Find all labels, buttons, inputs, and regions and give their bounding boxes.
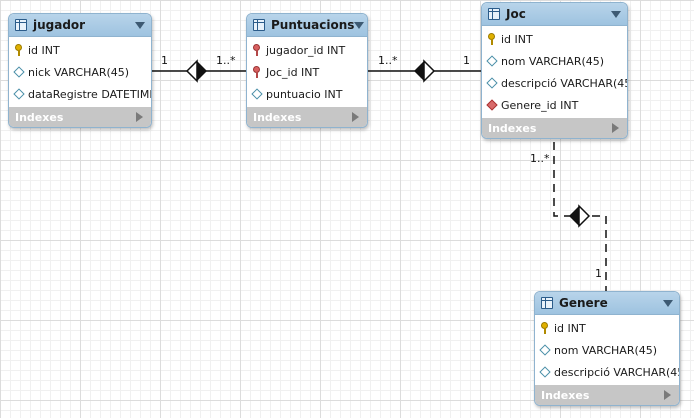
column-row[interactable]: id INT	[9, 39, 151, 61]
attribute-diamond-icon	[487, 77, 497, 89]
expand-arrow-icon[interactable]	[612, 123, 619, 133]
entity-title: Joc	[506, 7, 526, 21]
column-label: puntuacio INT	[266, 87, 343, 101]
collapse-arrow-icon[interactable]	[135, 21, 145, 29]
entity-puntuacions[interactable]: Puntuacions jugador_id INT Joc_id INT pu…	[246, 13, 368, 128]
column-row[interactable]: nick VARCHAR(45)	[9, 61, 151, 83]
puntuacions-many-cardinality-left: 1..*	[216, 54, 236, 67]
indexes-label: Indexes	[15, 110, 64, 124]
column-row[interactable]: id INT	[535, 317, 679, 339]
puntuacions-many-cardinality-right: 1..*	[378, 54, 398, 67]
attribute-diamond-icon	[252, 88, 262, 100]
collapse-arrow-icon[interactable]	[611, 10, 621, 18]
joc-genere-diamond	[569, 204, 591, 228]
indexes-label: Indexes	[253, 110, 302, 124]
column-row[interactable]: puntuacio INT	[247, 83, 367, 105]
entity-header[interactable]: Genere	[535, 292, 679, 315]
entity-title: Genere	[559, 296, 608, 310]
expand-arrow-icon[interactable]	[352, 112, 359, 122]
table-icon	[541, 297, 553, 309]
entity-header[interactable]: jugador	[9, 14, 151, 37]
entity-joc[interactable]: Joc id INT nom VARCHAR(45) descripció VA…	[481, 2, 628, 139]
column-label: jugador_id INT	[266, 43, 346, 57]
column-row[interactable]: jugador_id INT	[247, 39, 367, 61]
table-icon	[488, 8, 500, 20]
column-row[interactable]: Genere_id INT	[482, 94, 627, 116]
indexes-bar[interactable]: Indexes	[535, 385, 679, 405]
entity-title: Puntuacions	[271, 18, 355, 32]
entity-header[interactable]: Puntuacions	[247, 14, 367, 37]
entity-header[interactable]: Joc	[482, 3, 627, 26]
table-icon	[15, 19, 27, 31]
column-row[interactable]: dataRegistre DATETIME	[9, 83, 151, 105]
column-list: id INT nick VARCHAR(45) dataRegistre DAT…	[9, 37, 151, 107]
puntuacions-joc-diamond	[414, 59, 436, 83]
table-icon	[253, 19, 265, 31]
entity-jugador[interactable]: jugador id INT nick VARCHAR(45) dataRegi…	[8, 13, 152, 128]
jugador-puntuacions-diamond	[185, 59, 207, 83]
foreign-key-diamond-icon	[487, 99, 497, 111]
column-list: jugador_id INT Joc_id INT puntuacio INT	[247, 37, 367, 107]
primary-foreign-key-icon	[252, 66, 262, 78]
attribute-diamond-icon	[540, 344, 550, 356]
indexes-bar[interactable]: Indexes	[482, 118, 627, 138]
genere-one-cardinality: 1	[595, 267, 602, 280]
column-label: id INT	[28, 43, 60, 57]
indexes-bar[interactable]: Indexes	[247, 107, 367, 127]
attribute-diamond-icon	[14, 66, 24, 78]
column-label: nick VARCHAR(45)	[28, 65, 130, 79]
joc-many-cardinality: 1..*	[530, 152, 550, 165]
expand-arrow-icon[interactable]	[136, 112, 143, 122]
column-label: dataRegistre DATETIME	[28, 87, 152, 101]
joc-one-cardinality: 1	[463, 54, 470, 67]
column-label: nom VARCHAR(45)	[501, 54, 605, 68]
column-row[interactable]: nom VARCHAR(45)	[482, 50, 627, 72]
attribute-diamond-icon	[14, 88, 24, 100]
primary-foreign-key-icon	[252, 44, 262, 56]
column-label: Joc_id INT	[266, 65, 320, 79]
primary-key-icon	[487, 33, 497, 45]
entity-title: jugador	[33, 18, 86, 32]
column-row[interactable]: Joc_id INT	[247, 61, 367, 83]
column-label: id INT	[501, 32, 533, 46]
column-label: descripció VARCHAR(45)	[554, 365, 680, 379]
column-row[interactable]: descripció VARCHAR(45)	[482, 72, 627, 94]
column-row[interactable]: descripció VARCHAR(45)	[535, 361, 679, 383]
column-row[interactable]: nom VARCHAR(45)	[535, 339, 679, 361]
jugador-one-cardinality: 1	[161, 54, 168, 67]
primary-key-icon	[540, 322, 550, 334]
indexes-label: Indexes	[541, 388, 590, 402]
column-list: id INT nom VARCHAR(45) descripció VARCHA…	[482, 26, 627, 118]
column-label: id INT	[554, 321, 586, 335]
entity-genere[interactable]: Genere id INT nom VARCHAR(45) descripció…	[534, 291, 680, 406]
column-label: nom VARCHAR(45)	[554, 343, 658, 357]
attribute-diamond-icon	[487, 55, 497, 67]
attribute-diamond-icon	[540, 366, 550, 378]
column-row[interactable]: id INT	[482, 28, 627, 50]
collapse-arrow-icon[interactable]	[663, 299, 673, 307]
collapse-arrow-icon[interactable]	[354, 21, 365, 29]
primary-key-icon	[14, 44, 24, 56]
column-label: Genere_id INT	[501, 98, 579, 112]
column-list: id INT nom VARCHAR(45) descripció VARCHA…	[535, 315, 679, 385]
indexes-label: Indexes	[488, 121, 537, 135]
column-label: descripció VARCHAR(45)	[501, 76, 628, 90]
indexes-bar[interactable]: Indexes	[9, 107, 151, 127]
expand-arrow-icon[interactable]	[664, 390, 671, 400]
